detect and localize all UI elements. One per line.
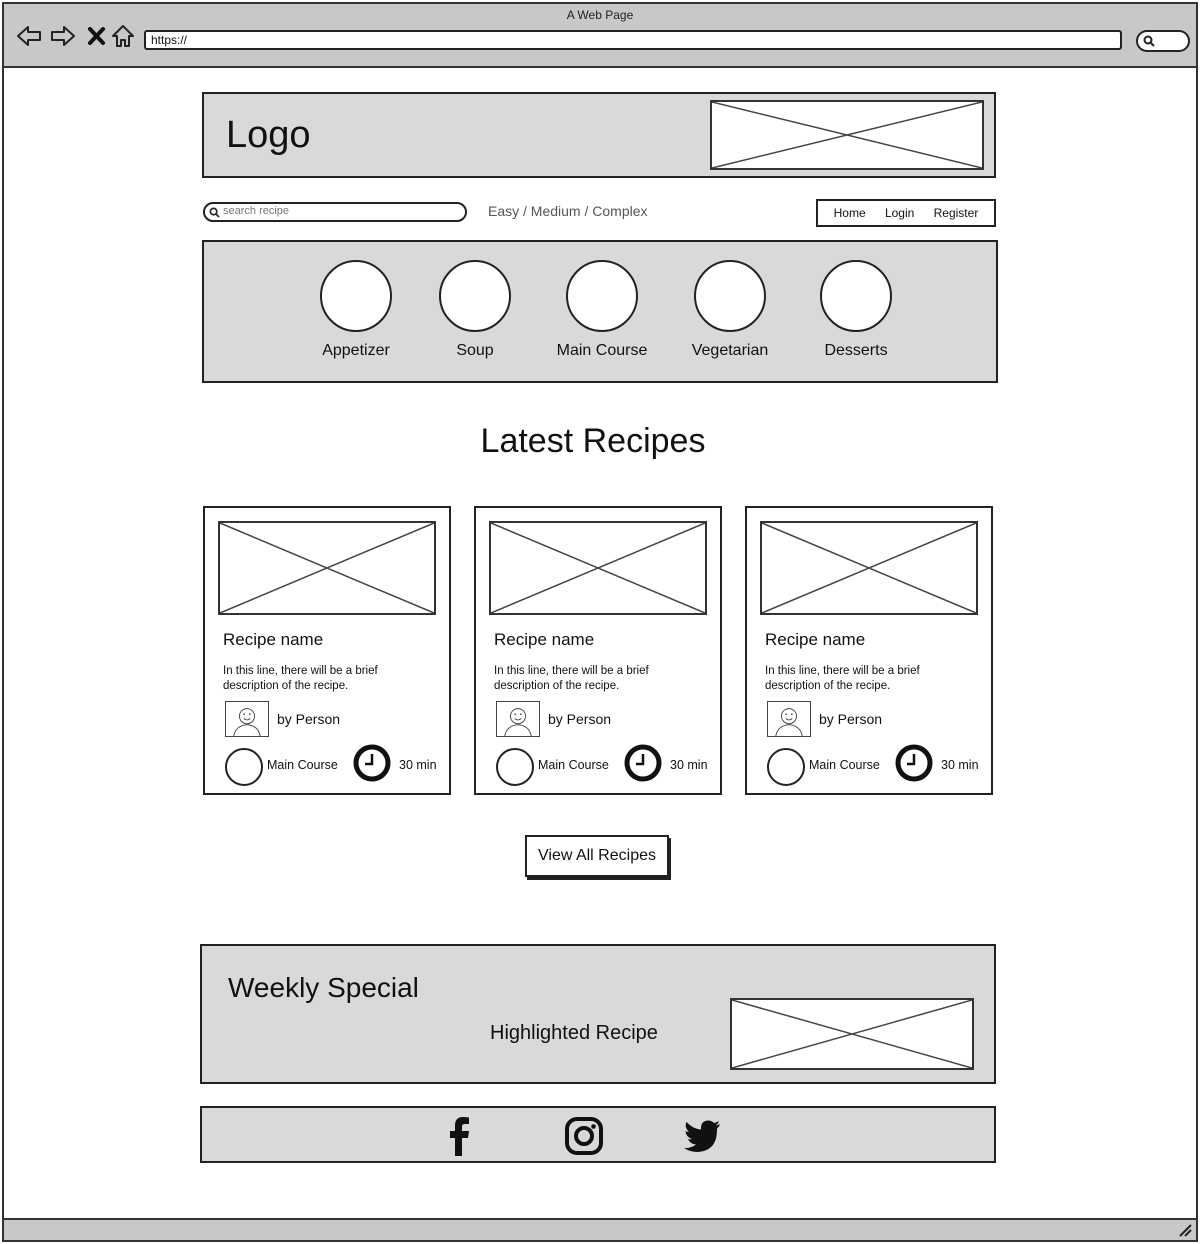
highlighted-recipe-link[interactable]: Highlighted Recipe [490,1022,658,1044]
category-desserts[interactable]: Desserts [791,260,921,360]
category-main-course[interactable]: Main Course [537,260,667,360]
recipe-author[interactable]: by Person [277,711,341,727]
recipe-name[interactable]: Recipe name [494,630,595,649]
recipe-name[interactable]: Recipe name [765,630,866,649]
home-icon[interactable] [110,23,136,49]
recipe-image [489,521,707,615]
category-bar: Appetizer Soup Main Course Vegetarian De… [202,240,998,383]
recipe-image [760,521,978,615]
twitter-icon[interactable] [682,1116,722,1156]
forward-arrow-icon[interactable] [50,23,76,49]
course-icon [767,748,805,786]
weekly-special-section: Weekly Special Highlighted Recipe [200,944,996,1084]
header-banner-image [710,100,984,170]
category-image [694,260,766,332]
recipe-time: 30 min [399,758,437,772]
facebook-icon[interactable] [440,1116,480,1156]
recipe-time: 30 min [941,758,979,772]
view-all-recipes-button[interactable]: View All Recipes [525,835,669,877]
close-x-icon[interactable] [84,23,110,49]
avatar [767,701,811,737]
weekly-special-title: Weekly Special [228,972,419,1003]
category-image [566,260,638,332]
recipe-author[interactable]: by Person [819,711,883,727]
url-text: https:// [151,33,188,47]
difficulty-complex-link[interactable]: Complex [592,203,648,219]
category-image [320,260,392,332]
search-field[interactable] [203,202,467,222]
recipe-description: In this line, there will be a brief desc… [765,665,920,692]
category-soup[interactable]: Soup [410,260,540,360]
category-image [439,260,511,332]
clock-icon [353,744,391,782]
browser-search-button[interactable] [1136,30,1190,52]
browser-toolbar: A Web Page https:// [4,4,1196,68]
recipe-course: Main Course [538,758,609,772]
site-header: Logo [202,92,996,178]
recipe-image [218,521,436,615]
recipe-author[interactable]: by Person [548,711,612,727]
category-label: Soup [456,342,494,359]
search-icon [1143,35,1155,47]
difficulty-filter: Easy / Medium / Complex [488,203,648,219]
top-navigation: Home Login Register [816,199,996,227]
avatar [496,701,540,737]
difficulty-separator: / [519,203,531,219]
recipe-card[interactable]: Recipe name In this line, there will be … [203,506,451,795]
category-label: Vegetarian [691,342,769,359]
difficulty-medium-link[interactable]: Medium [530,203,581,219]
magnifier-icon [209,207,220,218]
course-icon [496,748,534,786]
difficulty-separator: / [580,203,593,219]
back-arrow-icon[interactable] [16,23,42,49]
nav-login-link[interactable]: Login [884,206,915,220]
avatar [225,701,269,737]
category-appetizer[interactable]: Appetizer [291,260,421,360]
category-label: Main Course [556,342,648,359]
url-bar[interactable]: https:// [144,30,1122,50]
course-icon [225,748,263,786]
site-logo[interactable]: Logo [226,114,311,156]
highlighted-recipe-image[interactable] [730,998,974,1070]
nav-register-link[interactable]: Register [933,206,979,220]
person-icon [504,708,532,737]
resize-grip-icon[interactable] [1178,1223,1192,1237]
category-label: Desserts [824,342,888,359]
recipe-name[interactable]: Recipe name [223,630,324,649]
status-bar [4,1218,1196,1240]
category-vegetarian[interactable]: Vegetarian [665,260,795,360]
recipe-card[interactable]: Recipe name In this line, there will be … [745,506,993,795]
search-input[interactable] [223,205,453,217]
difficulty-easy-link[interactable]: Easy [488,203,520,219]
window-title: A Web Page [566,8,634,22]
site-footer [200,1106,996,1163]
recipe-time: 30 min [670,758,708,772]
recipe-card[interactable]: Recipe name In this line, there will be … [474,506,722,795]
clock-icon [624,744,662,782]
recipe-course: Main Course [809,758,880,772]
clock-icon [895,744,933,782]
nav-home-link[interactable]: Home [833,206,866,220]
recipe-description: In this line, there will be a brief desc… [223,665,378,692]
person-icon [775,708,803,737]
person-icon [233,708,261,737]
category-image [820,260,892,332]
section-title: Latest Recipes [480,422,706,460]
instagram-icon[interactable] [564,1116,604,1156]
recipe-course: Main Course [267,758,338,772]
category-label: Appetizer [322,342,390,359]
recipe-description: In this line, there will be a brief desc… [494,665,649,692]
